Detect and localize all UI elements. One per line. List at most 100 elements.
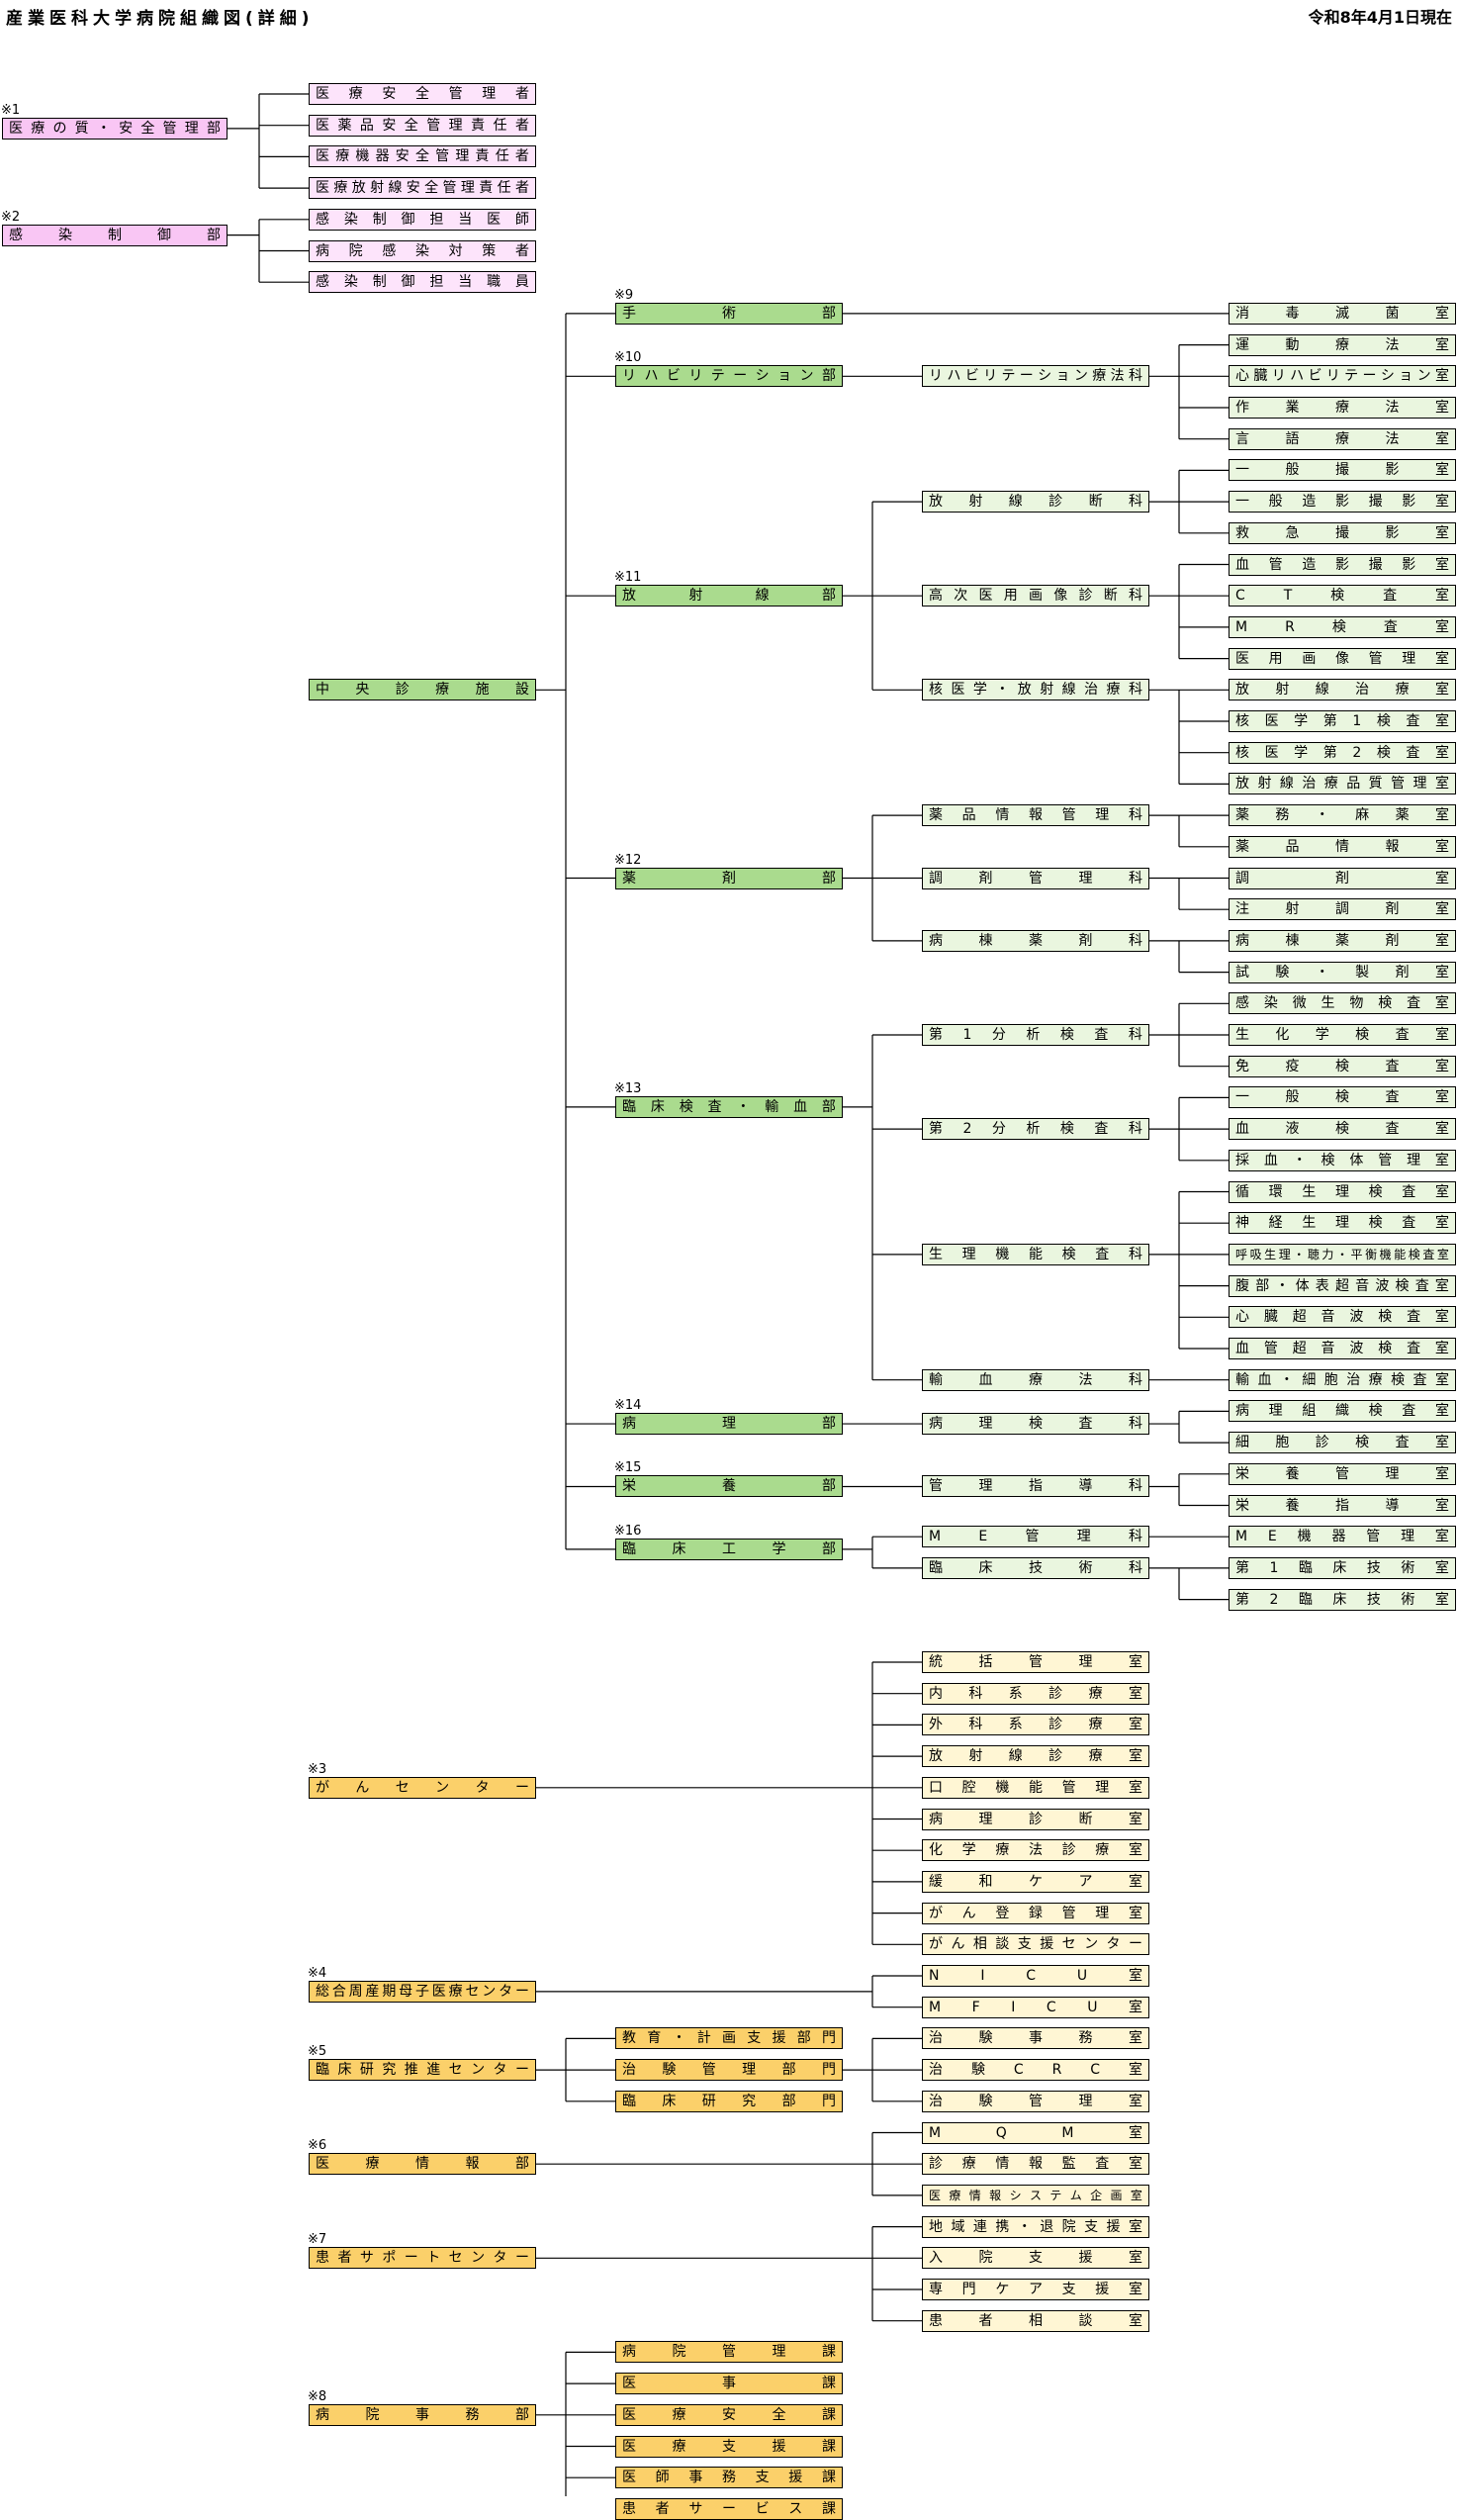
org-box-s16: 臨床工学部: [615, 1538, 843, 1560]
note-n1: ※1: [1, 102, 21, 118]
org-box-o8b: 医事課: [615, 2373, 843, 2395]
org-box-o8a: 病院管理課: [615, 2341, 843, 2364]
org-box-s9: 手術部: [615, 302, 843, 325]
as-of-date: 令和8年4月1日現在: [1308, 8, 1452, 27]
org-box-o8d: 医療支援課: [615, 2435, 843, 2458]
note-o6: ※6: [308, 2138, 327, 2154]
org-box-o3j: がん相談支援センター: [922, 1933, 1149, 1956]
org-box-o6c: 医療情報システム企画室: [922, 2184, 1149, 2206]
org-box-s11d1c: 救急撮影室: [1229, 521, 1456, 544]
org-box-s13: 臨床検査・輸血部: [615, 1095, 843, 1118]
note-s13: ※13: [614, 1080, 642, 1096]
note-o4: ※4: [308, 1965, 327, 1981]
org-box-o3h: 緩和ケア室: [922, 1870, 1149, 1893]
org-box-s13d2c: 採血・検体管理室: [1229, 1149, 1456, 1171]
org-box-s14b: 細胞診検査室: [1229, 1432, 1456, 1454]
note-s14: ※14: [614, 1398, 642, 1414]
org-box-s11d3a: 放射線治療室: [1229, 679, 1456, 701]
org-box-s13d1c: 免疫検査室: [1229, 1055, 1456, 1077]
org-box-o3: がんセンター: [309, 1776, 536, 1799]
note-o3: ※3: [308, 1761, 327, 1777]
note-o7: ※7: [308, 2232, 327, 2248]
org-box-s13d3c: 呼吸生理・聴力・平衡機能検査室: [1229, 1243, 1456, 1265]
org-box-s12: 薬剤部: [615, 867, 843, 889]
org-box-o3b: 内科系診療室: [922, 1682, 1149, 1705]
org-box-o7d: 患者相談室: [922, 2309, 1149, 2332]
org-box-s12d1a: 薬務・麻薬室: [1229, 804, 1456, 827]
org-box-s13d1b: 生化学検査室: [1229, 1024, 1456, 1046]
org-box-n1a: 医療安全管理者: [309, 83, 536, 105]
org-box-s13d2a: 一般検査室: [1229, 1086, 1456, 1109]
org-box-o3c: 外科系診療室: [922, 1714, 1149, 1736]
org-box-o4: 総合周産期母子医療センター: [309, 1980, 536, 2003]
note-s9: ※9: [614, 287, 634, 303]
org-box-s13d3d: 腹部・体表超音波検査室: [1229, 1274, 1456, 1297]
org-box-s14a: 病理組織検査室: [1229, 1400, 1456, 1423]
org-box-s13d2b: 血液検査室: [1229, 1118, 1456, 1141]
org-box-o3g: 化学療法診療室: [922, 1839, 1149, 1862]
org-box-s13d3: 生理機能検査科: [922, 1243, 1149, 1265]
org-box-s12d2a: 調剤室: [1229, 867, 1456, 889]
org-box-o6: 医療情報部: [309, 2153, 536, 2176]
org-box-s12d3a: 病棟薬剤室: [1229, 929, 1456, 952]
org-box-o7: 患者サポートセンター: [309, 2247, 536, 2270]
org-box-s14: 病理部: [615, 1413, 843, 1436]
page-title: 産業医科大学病院組織図(詳細): [6, 9, 315, 29]
org-box-s11d3d: 放射線治療品質管理室: [1229, 773, 1456, 795]
org-box-s11d3: 核医学・放射線治療科: [922, 679, 1149, 701]
org-box-s9r: 消毒滅菌室: [1229, 302, 1456, 325]
org-box-o7a: 地域連携・退院支援室: [922, 2215, 1149, 2238]
org-box-s11: 放射線部: [615, 585, 843, 607]
org-box-s12d3b: 試験・製剤室: [1229, 961, 1456, 983]
org-box-n1d: 医療放射線安全管理責任者: [309, 177, 536, 200]
org-box-n2b: 病院感染対策者: [309, 239, 536, 262]
org-box-s11d1b: 一般造影撮影室: [1229, 491, 1456, 513]
org-box-s12d1: 薬品情報管理科: [922, 804, 1149, 827]
org-box-s10r3: 作業療法室: [1229, 397, 1456, 419]
org-box-o3f: 病理診断室: [922, 1808, 1149, 1830]
org-box-o5b1: 治験事務室: [922, 2027, 1149, 2050]
note-s15: ※15: [614, 1460, 642, 1476]
org-box-s13d4: 輸血療法科: [922, 1368, 1149, 1391]
org-box-s10d: リハビリテーション療法科: [922, 365, 1149, 388]
org-box-n2: 感染制御部: [2, 224, 228, 246]
org-box-s12d2b: 注射調剤室: [1229, 898, 1456, 921]
org-box-o5a: 教育・計画支援部門: [615, 2027, 843, 2050]
org-box-n1b: 医薬品安全管理責任者: [309, 114, 536, 137]
note-o8: ※8: [308, 2388, 327, 2404]
org-box-s11d2d: 医用画像管理室: [1229, 647, 1456, 670]
org-box-s10r2: 心臓リハビリテーション室: [1229, 365, 1456, 388]
org-box-o8: 病院事務部: [309, 2403, 536, 2426]
org-box-n2a: 感染制御担当医師: [309, 208, 536, 231]
org-box-o8f: 患者サービス課: [615, 2497, 843, 2520]
org-box-s15d: 管理指導科: [922, 1475, 1149, 1498]
org-box-o3a: 統括管理室: [922, 1651, 1149, 1673]
org-box-o3d: 放射線診療室: [922, 1745, 1149, 1768]
org-box-s15a: 栄養管理室: [1229, 1462, 1456, 1485]
org-box-o5b: 治験管理部門: [615, 2059, 843, 2082]
org-box-s10: リハビリテーション部: [615, 365, 843, 388]
org-box-s13d3b: 神経生理検査室: [1229, 1212, 1456, 1235]
org-box-s11d1: 放射線診断科: [922, 491, 1149, 513]
org-box-o7b: 入院支援室: [922, 2247, 1149, 2270]
org-box-s13d3e: 心臓超音波検査室: [1229, 1306, 1456, 1329]
org-box-o3e: 口腔機能管理室: [922, 1776, 1149, 1799]
org-box-s15: 栄養部: [615, 1475, 843, 1498]
note-n2: ※2: [1, 209, 21, 225]
note-s11: ※11: [614, 570, 642, 586]
org-box-s10r1: 運動療法室: [1229, 333, 1456, 356]
org-box-n1: 医療の質・安全管理部: [2, 117, 228, 140]
org-box-s12d2: 調剤管理科: [922, 867, 1149, 889]
